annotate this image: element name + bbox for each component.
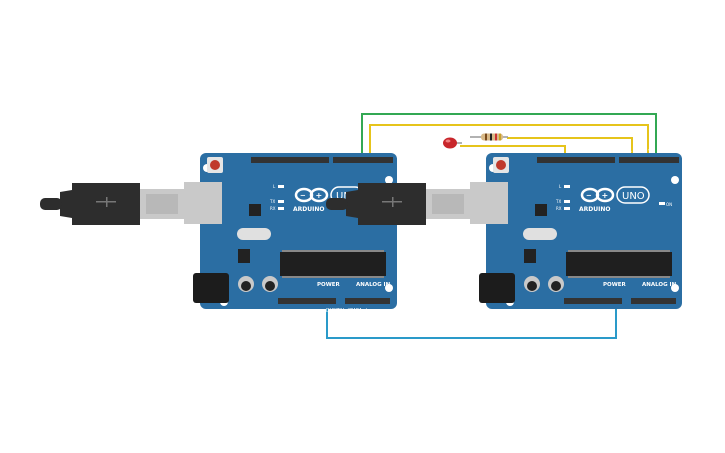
analog-label-1: ANALOG IN bbox=[356, 282, 391, 288]
tx-label-2: TX bbox=[555, 199, 561, 204]
arduino-board-1[interactable]: − + UNO ARDUINO DIGITAL (PWM~) POWER ANA… bbox=[184, 153, 397, 314]
digital-label-2: DIGITAL (PWM~) bbox=[612, 148, 654, 154]
digital-header-left-1[interactable] bbox=[251, 157, 329, 163]
digital-header-left-2[interactable] bbox=[537, 157, 615, 163]
svg-text:+: + bbox=[316, 191, 323, 200]
logo-text-2: ARDUINO bbox=[579, 206, 610, 213]
on-label-2: ON bbox=[666, 202, 672, 207]
microcontroller-1 bbox=[280, 252, 386, 276]
crystal-1 bbox=[237, 228, 271, 240]
l-label-2: L bbox=[559, 184, 562, 189]
reset-button-cap-1[interactable] bbox=[210, 160, 220, 170]
usb-chip-2 bbox=[535, 204, 547, 216]
usb-port-2[interactable] bbox=[470, 182, 508, 224]
analog-header-1[interactable] bbox=[345, 298, 390, 304]
digital-header-right-1[interactable] bbox=[333, 157, 393, 163]
wire-yellow-1[interactable] bbox=[369, 124, 649, 162]
analog-header-2[interactable] bbox=[631, 298, 676, 304]
resistor[interactable] bbox=[470, 133, 508, 141]
wire-blue[interactable] bbox=[326, 302, 617, 339]
digital-label-1: DIGITAL (PWM~) bbox=[326, 308, 368, 314]
power-label-2: POWER bbox=[603, 282, 627, 288]
regulator-2 bbox=[524, 249, 536, 263]
svg-text:−: − bbox=[586, 192, 592, 200]
rx-label-1: RX bbox=[270, 206, 276, 211]
usb-cable-1[interactable] bbox=[40, 183, 184, 225]
microcontroller-2 bbox=[566, 252, 672, 276]
analog-label-2: ANALOG IN bbox=[642, 282, 677, 288]
usb-port-1[interactable] bbox=[184, 182, 222, 224]
power-jack-2[interactable] bbox=[479, 273, 515, 303]
power-label-1: POWER bbox=[317, 282, 341, 288]
power-header-2[interactable] bbox=[564, 298, 622, 304]
wire-green[interactable] bbox=[361, 113, 657, 162]
power-header-1[interactable] bbox=[278, 298, 336, 304]
model-text-2: UNO bbox=[622, 191, 645, 202]
svg-text:+: + bbox=[602, 191, 609, 200]
tx-label-1: TX bbox=[269, 199, 275, 204]
usb-chip-1 bbox=[249, 204, 261, 216]
usb-cable-2[interactable] bbox=[326, 183, 470, 225]
l-label-1: L bbox=[273, 184, 276, 189]
digital-header-right-2[interactable] bbox=[619, 157, 679, 163]
logo-text-1: ARDUINO bbox=[293, 206, 324, 213]
reset-button-cap-2[interactable] bbox=[496, 160, 506, 170]
wires bbox=[326, 113, 657, 339]
led[interactable] bbox=[443, 137, 462, 149]
regulator-1 bbox=[238, 249, 250, 263]
arduino-board-2[interactable]: − + UNO ARDUINO DIGITAL (PWM~) POWER ANA… bbox=[470, 148, 682, 309]
rx-label-2: RX bbox=[556, 206, 562, 211]
arduino-logo-2: − + UNO ARDUINO bbox=[579, 186, 650, 213]
crystal-2 bbox=[523, 228, 557, 240]
svg-text:−: − bbox=[300, 192, 306, 200]
power-jack-1[interactable] bbox=[193, 273, 229, 303]
